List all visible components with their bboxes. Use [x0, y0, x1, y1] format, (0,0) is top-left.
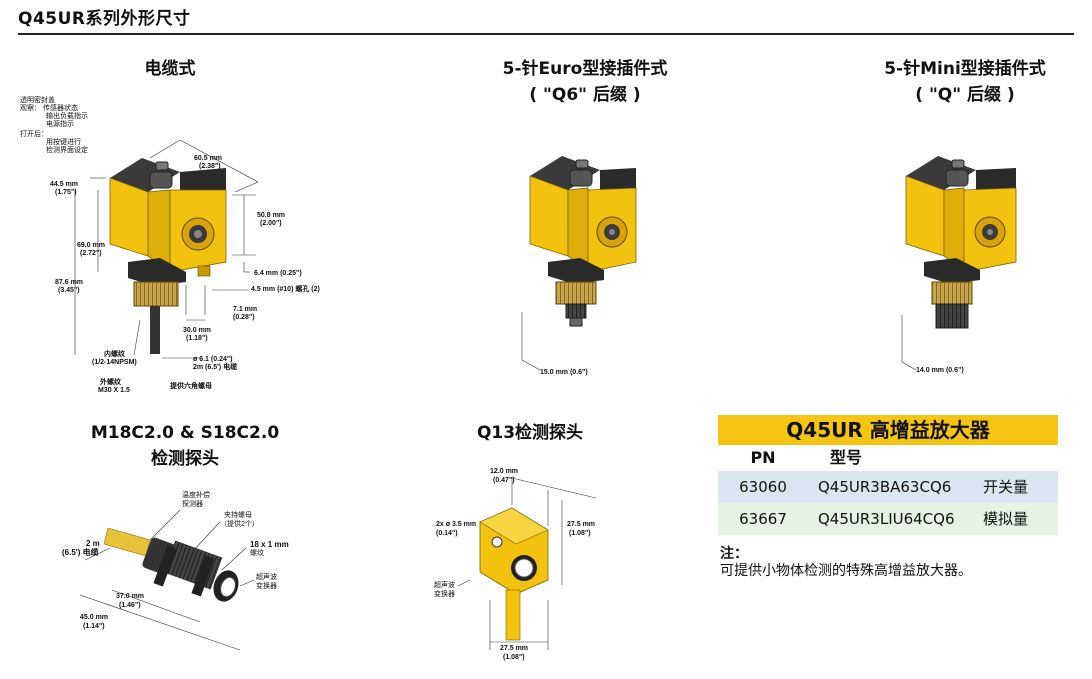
col-type [983, 445, 1058, 471]
dim-30-0-in: (1.18") [186, 335, 208, 342]
col-model: 型号 [830, 448, 863, 467]
dim-45-0: 45.0 mm [80, 614, 109, 621]
dim-87-6: 87.6 mm [55, 279, 84, 286]
table-row: 63667 Q45UR3LIU64CQ6 模拟量 [718, 503, 1058, 535]
table-header-row: PN 型号 [718, 445, 1058, 471]
dim-7-1-in: (0.28") [233, 314, 255, 321]
label-thread: 螺纹 [250, 550, 264, 557]
dim-60-5-in: (2.38") [199, 163, 221, 170]
dim-44-5-in: (1.75") [55, 189, 77, 196]
table-title: Q45UR 高增益放大器 [718, 415, 1058, 445]
label-clamp-qty: （提供2个） [220, 521, 259, 528]
label-when-open: 打开后： [20, 131, 48, 138]
label-inner-thread: 内螺纹 [104, 351, 125, 358]
label-outer-thread-spec: M30 X 1.5 [98, 387, 130, 394]
label-hole-diameter-in: (0.14") [436, 530, 458, 537]
label-hole-diameter: 2x ø 3.5 mm [436, 521, 477, 528]
amplifier-table: Q45UR 高增益放大器 PN 型号 63060 Q45UR3BA63CQ6 开… [718, 415, 1058, 535]
euro-sensor-drawing [521, 156, 637, 371]
dim-15-0: 15.0 mm (0.6") [540, 369, 588, 376]
label-q13-ultrasonic: 超声波 [434, 582, 455, 589]
col-pn: PN [750, 448, 776, 467]
section-subtitle-m18: 检测探头 [151, 449, 219, 469]
row-model: Q45UR3BA63CQ6 [818, 478, 952, 496]
section-title-q13: Q13检测探头 [476, 423, 584, 443]
label-thread-size: 18 x 1 mm [250, 540, 289, 549]
section-title-euro: 5-针Euro型接插件式 [502, 59, 668, 79]
dim-37-0: 37.0 mm [116, 593, 145, 600]
dim-27-5-height: 27.5 mm [567, 521, 596, 528]
label-q13-transducer: 变换器 [434, 591, 455, 598]
label-temp-detector: 探测器 [182, 501, 203, 508]
label-view: 观察： 传感器状态 [20, 105, 78, 112]
page-title: Q45UR系列外形尺寸 [18, 9, 191, 29]
label-outer-thread: 外螺纹 [100, 379, 121, 386]
section-subtitle-mini: ( "Q" 后缀 ) [915, 85, 1015, 105]
label-use-buttons: 用按键进行 [46, 139, 81, 146]
cable-sensor-drawing [74, 139, 259, 359]
label-power-indicator: 电源指示 [46, 121, 74, 128]
dim-69-0-in: (2.72") [80, 250, 102, 257]
label-m18-cable: (6.5') 电缆 [62, 548, 99, 557]
note-title: 注： [720, 546, 748, 562]
label-set-interface: 检测界面设定 [46, 147, 88, 154]
dim-27-5-height-in: (1.08") [569, 530, 591, 537]
dim-27-5-width: 27.5 mm [500, 645, 529, 652]
dim-45-0-in: (1.14") [83, 623, 105, 630]
label-hex-nut: 提供六角螺母 [170, 383, 212, 390]
dim-30-0: 30.0 mm [183, 327, 212, 334]
dim-69-0: 69.0 mm [77, 242, 106, 249]
title-divider [18, 33, 1074, 35]
dim-12-0: 12.0 mm [490, 468, 519, 475]
label-cable-length: 2m (6.5') 电缆 [193, 364, 238, 371]
dim-12-0-in: (0.47") [493, 477, 515, 484]
label-output-indicator: 输出负载指示 [46, 113, 88, 120]
label-lens-cover: 透明密封盖 [20, 97, 55, 104]
row-pn: 63060 [739, 478, 787, 496]
dim-44-5: 44.5 mm [50, 181, 79, 188]
dim-37-0-in: (1.46") [119, 602, 141, 609]
dim-60-5: 60.5 mm [194, 155, 223, 162]
row-pn: 63667 [739, 510, 787, 528]
dim-27-5-width-in: (1.08") [503, 654, 525, 661]
table-row: 63060 Q45UR3BA63CQ6 开关量 [718, 471, 1058, 503]
m18-probe-drawing [79, 509, 255, 651]
label-transducer: 变换器 [256, 583, 277, 590]
section-title-cable: 电缆式 [144, 59, 196, 79]
dim-7-1: 7.1 mm [233, 306, 258, 313]
q13-probe-drawing [457, 477, 597, 650]
dim-50-8-in: (2.00") [260, 220, 282, 227]
dim-14-0: 14.0 mm (0.6") [916, 367, 964, 374]
label-cable-diameter: ø 6.1 (0.24") [193, 356, 233, 363]
dim-87-6-in: (3.45") [58, 287, 80, 294]
dim-6-4: 6.4 mm (0.25") [254, 270, 302, 277]
label-m18-cable-length: 2 m [86, 539, 100, 548]
section-title-m18: M18C2.0 & S18C2.0 [90, 423, 280, 443]
section-title-mini: 5-针Mini型接插件式 [884, 59, 1046, 79]
row-model: Q45UR3LIU64CQ6 [818, 510, 955, 528]
dim-4-5-holes: 4.5 mm (#10) 螺孔 (2) [251, 286, 320, 293]
note-body: 可提供小物体检测的特殊高增益放大器。 [720, 563, 972, 579]
section-subtitle-euro: ( "Q6" 后缀 ) [529, 85, 641, 105]
label-temp-comp: 温度补偿 [182, 492, 210, 499]
row-type: 开关量 [983, 478, 1029, 496]
mini-sensor-drawing [901, 156, 1017, 371]
dim-50-8: 50.8 mm [257, 212, 286, 219]
row-type: 模拟量 [983, 510, 1029, 528]
label-ultrasonic: 超声波 [256, 574, 277, 581]
label-clamp-nut: 夹持螺母 [224, 512, 252, 519]
label-inner-thread-spec: (1/2-14NPSM) [92, 359, 137, 366]
